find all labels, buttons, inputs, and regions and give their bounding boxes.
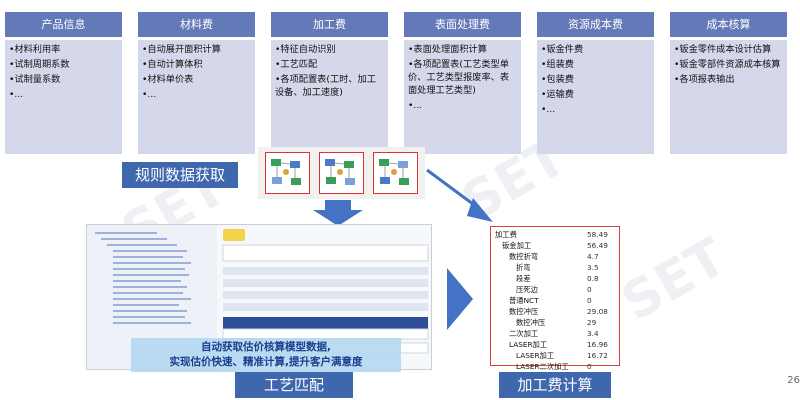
column-item: •钣金零件成本设计估算 — [674, 44, 772, 55]
arrow-down — [313, 200, 363, 226]
cost-tree-value: 29 — [587, 318, 597, 327]
cost-tree-value: 3.4 — [587, 329, 599, 338]
column-header: 成本核算 — [670, 12, 787, 37]
column-item: •... — [142, 89, 157, 100]
column-item: •... — [541, 104, 556, 115]
column-item: •试制量系数 — [9, 74, 61, 85]
cost-tree-value: 16.72 — [587, 351, 608, 360]
column-item: •材料利用率 — [9, 44, 61, 55]
cost-tree-label: 数控冲压 — [509, 307, 539, 316]
cost-tree-row[interactable]: 二次加工 3.4 — [495, 328, 615, 339]
cost-tree-row[interactable]: 数控冲压 29.08 — [495, 306, 615, 317]
column-item: •各项配置表(工时、加工设备、加工速度) — [275, 74, 376, 98]
column-item: •工艺匹配 — [275, 59, 318, 70]
process-match-label: 工艺匹配 — [235, 372, 353, 398]
column-header: 资源成本费 — [537, 12, 654, 37]
cost-tree-row[interactable]: 加工费 58.49 — [495, 229, 615, 240]
column-item: •包装费 — [541, 74, 574, 85]
cost-tree-value: 16.96 — [587, 340, 608, 349]
rule-data-label: 规则数据获取 — [122, 162, 238, 188]
column-product-info: 产品信息 •材料利用率 •试制周期系数 •试制量系数 •... — [5, 12, 122, 154]
cost-tree-row[interactable]: 压死边 0 — [495, 284, 615, 295]
column-body: •特征自动识别 •工艺匹配 •各项配置表(工时、加工设备、加工速度) — [271, 40, 388, 154]
column-body: •自动展开面积计算 •自动计算体积 •材料单价表 •... — [138, 40, 255, 154]
database-icon — [325, 159, 355, 185]
column-body: •钣金件费 •组装费 •包装费 •运输费 •... — [537, 40, 654, 154]
column-material-cost: 材料费 •自动展开面积计算 •自动计算体积 •材料单价表 •... — [138, 12, 255, 154]
column-body: •材料利用率 •试制周期系数 •试制量系数 •... — [5, 40, 122, 154]
cost-tree-label: 钣金加工 — [502, 241, 532, 250]
column-surface-treatment: 表面处理费 •表面处理面积计算 •各项配置表(工艺类型单价、工艺类型报废率、表面… — [404, 12, 521, 154]
column-item: •钣金件费 — [541, 44, 584, 55]
cost-tree-row[interactable]: LASER二次加工 0 — [495, 361, 615, 372]
column-header: 表面处理费 — [404, 12, 521, 37]
column-item: •钣金零部件资源成本核算 — [674, 59, 781, 70]
column-item: •各项报表输出 — [674, 74, 735, 85]
column-resource-cost: 资源成本费 •钣金件费 •组装费 •包装费 •运输费 •... — [537, 12, 654, 154]
column-item: •组装费 — [541, 59, 574, 70]
column-item: •各项配置表(工艺类型单价、工艺类型报废率、表面处理工艺类型) — [408, 59, 510, 96]
page-number: 26 — [787, 375, 800, 386]
column-item: •试制周期系数 — [9, 59, 70, 70]
arrow-right — [447, 268, 473, 330]
column-item: •自动展开面积计算 — [142, 44, 221, 55]
cost-tree-label: LASER加工 — [509, 340, 548, 349]
cost-tree-value: 3.5 — [587, 263, 599, 272]
cost-tree-label: 数控冲压 — [516, 318, 546, 327]
column-item: •自动计算体积 — [142, 59, 203, 70]
benefit-caption: 自动获取估价核算模型数据, 实现估价快速、精准计算,提升客户满意度 — [131, 338, 401, 372]
caption-line: 自动获取估价核算模型数据, — [201, 341, 331, 353]
cost-tree-value: 0 — [587, 296, 592, 305]
column-item: •特征自动识别 — [275, 44, 336, 55]
column-cost-accounting: 成本核算 •钣金零件成本设计估算 •钣金零部件资源成本核算 •各项报表输出 — [670, 12, 787, 154]
cost-tree-label: 加工费 — [495, 230, 517, 239]
process-cost-label: 加工费计算 — [499, 372, 611, 398]
column-item: •表面处理面积计算 — [408, 44, 487, 55]
cost-tree-label: LASER二次加工 — [516, 362, 569, 371]
column-header: 加工费 — [271, 12, 388, 37]
cost-tree-value: 0 — [587, 362, 592, 371]
column-header: 材料费 — [138, 12, 255, 37]
cost-tree-label: 普通NCT — [509, 296, 539, 305]
database-icon — [379, 159, 409, 185]
column-item: •... — [408, 100, 423, 111]
cost-tree-row[interactable]: 钣金加工 56.49 — [495, 240, 615, 251]
data-card — [265, 152, 310, 194]
column-item: •材料单价表 — [142, 74, 194, 85]
data-source-panel — [258, 147, 425, 199]
column-item: •... — [9, 89, 24, 100]
cost-tree-label: 折弯 — [516, 263, 531, 272]
cost-tree-label: LASER加工 — [516, 351, 555, 360]
column-item: •运输费 — [541, 89, 574, 100]
cost-tree-value: 0 — [587, 285, 592, 294]
cost-tree-row[interactable]: LASER加工 16.72 — [495, 350, 615, 361]
cost-tree-value: 29.08 — [587, 307, 608, 316]
cost-tree-label: 数控折弯 — [509, 252, 539, 261]
cost-tree-label: 段差 — [516, 274, 531, 283]
watermark: SET — [612, 226, 737, 334]
cost-tree-value: 0.8 — [587, 274, 599, 283]
column-processing-cost: 加工费 •特征自动识别 •工艺匹配 •各项配置表(工时、加工设备、加工速度) — [271, 12, 388, 154]
column-header: 产品信息 — [5, 12, 122, 37]
cost-tree-row[interactable]: 段差 0.8 — [495, 273, 615, 284]
cost-tree-row[interactable]: 普通NCT 0 — [495, 295, 615, 306]
cost-tree-value: 56.49 — [587, 241, 608, 250]
arrow-diagonal — [426, 168, 493, 222]
cost-tree-row[interactable]: LASER加工 16.96 — [495, 339, 615, 350]
cost-tree-row[interactable]: 折弯 3.5 — [495, 262, 615, 273]
cost-tree-label: 压死边 — [516, 285, 538, 294]
data-card — [319, 152, 364, 194]
caption-line: 实现估价快速、精准计算,提升客户满意度 — [169, 356, 363, 368]
data-card — [373, 152, 418, 194]
column-body: •钣金零件成本设计估算 •钣金零部件资源成本核算 •各项报表输出 — [670, 40, 787, 154]
column-body: •表面处理面积计算 •各项配置表(工艺类型单价、工艺类型报废率、表面处理工艺类型… — [404, 40, 521, 154]
database-icon — [271, 159, 301, 185]
cost-tree-value: 58.49 — [587, 230, 608, 239]
cost-tree-row[interactable]: 数控冲压 29 — [495, 317, 615, 328]
cost-tree-value: 4.7 — [587, 252, 599, 261]
cost-tree-row[interactable]: 数控折弯 4.7 — [495, 251, 615, 262]
cost-tree-label: 二次加工 — [509, 329, 539, 338]
